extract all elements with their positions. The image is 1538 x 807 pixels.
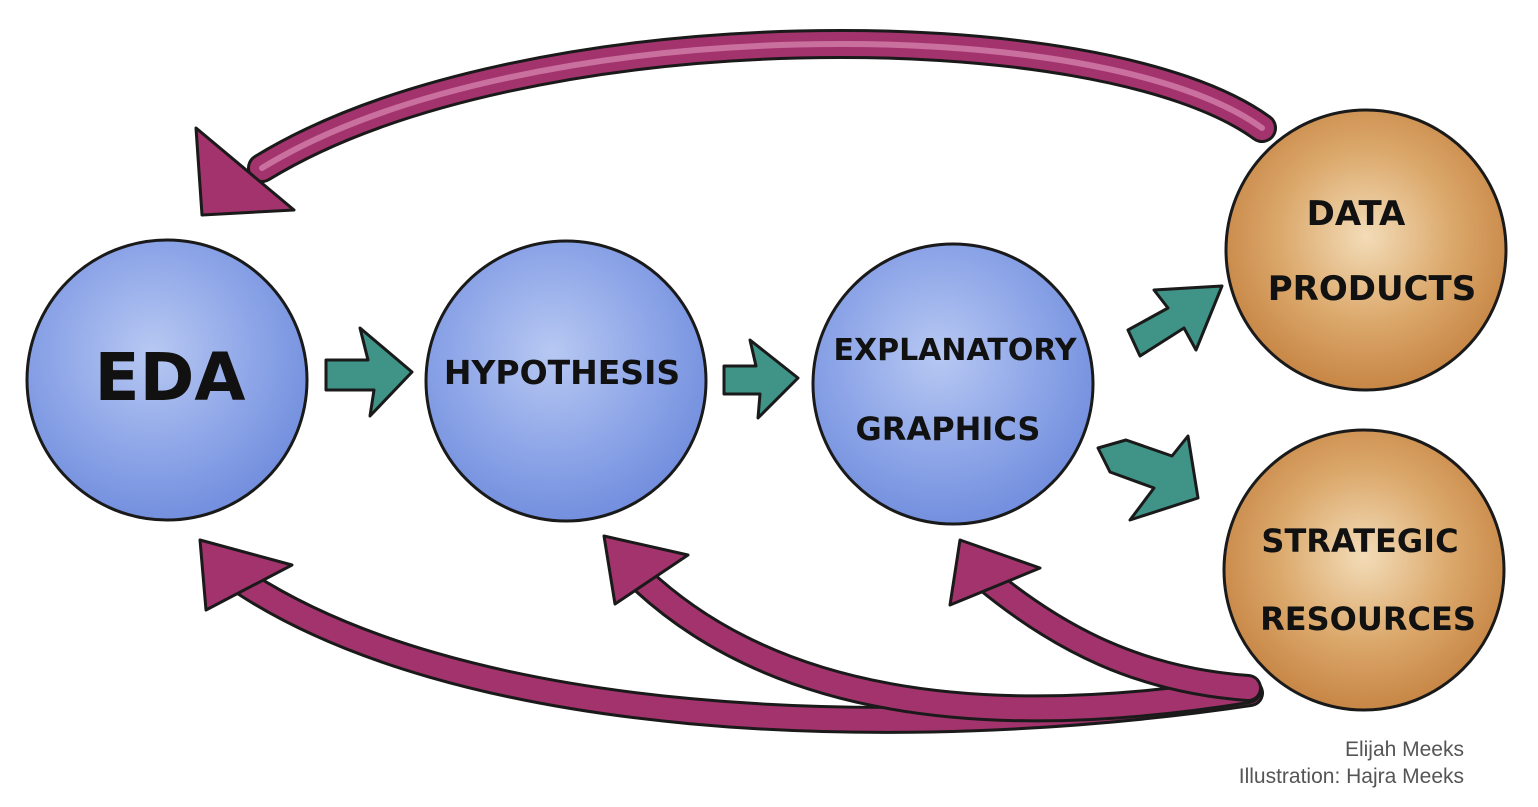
feedback-arrow-data-products-to-eda [194, 28, 1277, 217]
node-eda-label: EDA [95, 339, 246, 416]
credit-illustration: Illustration: Hajra Meeks [1238, 765, 1464, 788]
node-explanatory-label-line2: GRAPHICS [856, 410, 1041, 448]
node-data-products: DATA PRODUCTS [1224, 108, 1508, 392]
node-strategic-label-line1: STRATEGIC [1261, 522, 1458, 560]
node-explanatory-label-line1: EXPLANATORY [833, 333, 1077, 368]
forward-arrow-eda-to-hypothesis [324, 326, 414, 418]
node-explanatory-graphics: EXPLANATORY GRAPHICS [811, 242, 1095, 526]
forward-arrow-explanatory-to-data-products [1126, 284, 1224, 358]
node-strategic-resources: STRATEGIC RESOURCES [1222, 428, 1506, 712]
credits: Elijah Meeks Illustration: Hajra Meeks [1239, 736, 1464, 790]
node-data-products-label-line2: PRODUCTS [1268, 269, 1476, 309]
node-strategic-label-line2: RESOURCES [1260, 600, 1476, 638]
node-data-products-label-line1: DATA [1307, 194, 1406, 234]
credit-author: Elijah Meeks [1344, 738, 1464, 761]
feedback-arrow-strategic-to-explanatory [948, 538, 1262, 702]
forward-arrow-explanatory-to-strategic [1096, 434, 1200, 522]
feedback-arrow-strategic-to-hypothesis [602, 534, 1262, 723]
node-hypothesis: HYPOTHESIS [424, 239, 708, 523]
forward-arrow-hypothesis-to-explanatory [722, 338, 800, 420]
node-eda: EDA [25, 238, 309, 522]
node-hypothesis-label: HYPOTHESIS [444, 353, 680, 392]
